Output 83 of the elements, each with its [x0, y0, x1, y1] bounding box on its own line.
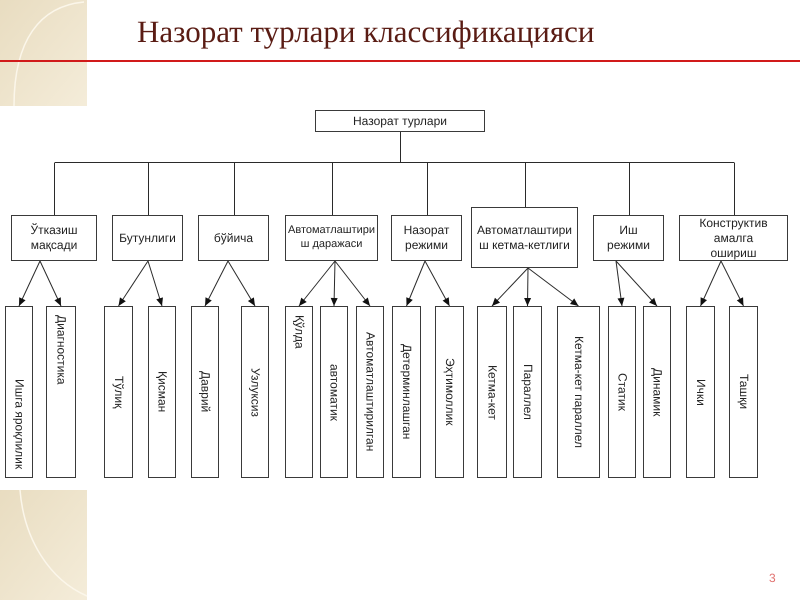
arrow [616, 260, 624, 306]
type-box [191, 306, 219, 478]
type-label: Автоматлаштирилган [362, 332, 378, 452]
arrow [406, 260, 426, 306]
type-label: автоматик [326, 364, 342, 420]
category-label: Иш режими [606, 223, 651, 253]
category-label: Назорат режими [402, 223, 450, 253]
category-label: Автоматлаштири ш даражаси [288, 224, 376, 252]
type-box [320, 306, 348, 478]
type-box [104, 306, 133, 478]
connector-line [234, 162, 235, 216]
connector-line [525, 162, 526, 208]
connector-line [629, 162, 630, 216]
arrow [18, 260, 40, 306]
type-box [513, 306, 542, 478]
type-box [356, 306, 384, 478]
arrow [700, 260, 722, 306]
connector-line [148, 162, 149, 216]
type-box [557, 306, 600, 478]
type-label: Узлуксиз [248, 368, 262, 416]
arrow [616, 260, 658, 306]
connector-line [427, 162, 428, 216]
type-label: Ички [693, 378, 708, 406]
type-label: Тўлиқ [111, 376, 126, 408]
category-box [679, 215, 788, 261]
category-label: Бутунлиги [119, 230, 176, 246]
type-box [729, 306, 758, 478]
connector-line [332, 162, 333, 216]
category-box [112, 215, 183, 261]
connector-line [734, 162, 735, 216]
arrow [424, 260, 450, 306]
arrow [148, 260, 163, 306]
arrow [204, 260, 228, 306]
category-box [198, 215, 269, 261]
type-label: Детерминлашган [399, 344, 414, 440]
arrow [528, 268, 579, 306]
type-label: Қўлда [292, 315, 306, 349]
type-box [686, 306, 715, 478]
arrow [524, 268, 532, 306]
type-label: Статик [614, 373, 630, 411]
category-box [11, 215, 97, 261]
category-label: Конструктив амалга ошириш [698, 216, 769, 260]
arrow [118, 260, 148, 306]
category-box [391, 215, 462, 261]
arrow [492, 268, 528, 306]
arrow [40, 260, 62, 306]
arrow [330, 260, 338, 306]
category-label: Ўтказиш мақсади [29, 223, 78, 253]
type-label: Динамик [650, 368, 664, 416]
arrow [334, 260, 370, 306]
type-box [46, 306, 76, 478]
type-box [435, 306, 464, 478]
root-label: Назорат турлари [353, 114, 447, 128]
type-label: Ташқи [736, 374, 751, 410]
type-label: Параллел [520, 364, 535, 420]
root-box [315, 110, 485, 132]
arrow [298, 260, 336, 306]
type-box [285, 306, 313, 478]
type-box [608, 306, 636, 478]
type-label: Кетма-кет параллел [571, 336, 586, 448]
arrow [228, 260, 256, 306]
arrow [720, 260, 744, 306]
type-label: Қисман [154, 371, 170, 413]
category-box [285, 215, 378, 261]
category-box [471, 207, 578, 268]
category-label: бўйича [214, 230, 254, 246]
type-label: Эҳтимоллик [442, 358, 457, 426]
type-box [5, 306, 33, 478]
type-box [241, 306, 269, 478]
type-box [392, 306, 421, 478]
connector-line [54, 132, 735, 163]
type-box [477, 306, 507, 478]
type-label: Кетма-кет [484, 364, 500, 420]
type-box [643, 306, 671, 478]
connector-line [54, 162, 55, 216]
page-number: 3 [769, 571, 776, 585]
type-label: Даврий [198, 371, 212, 413]
category-label: Автоматлаштири ш кетма-кетлиги [477, 222, 572, 252]
type-label: Диагностика [54, 315, 68, 385]
type-box [148, 306, 176, 478]
type-label: Ишга яроқлилик [12, 378, 26, 469]
category-box [593, 215, 664, 261]
slide-title: Назорат турлари классификацияси [137, 13, 594, 50]
